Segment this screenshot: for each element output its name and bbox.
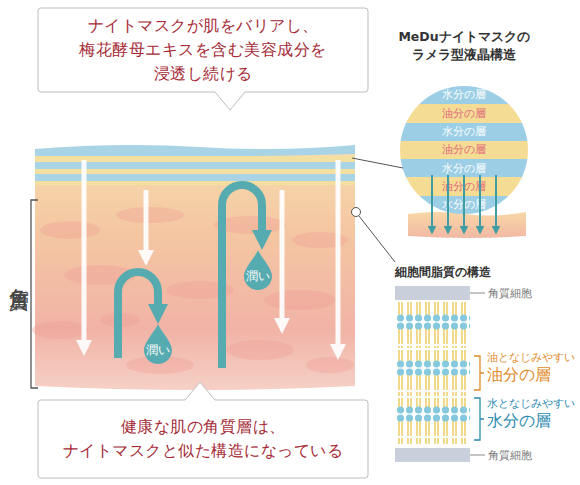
- leader-line: [352, 158, 404, 262]
- callout-outline: [38, 8, 368, 110]
- layer-label: 油分の層: [487, 365, 551, 386]
- layer-band: 油分の層: [400, 104, 528, 123]
- water-drop: 潤い: [244, 250, 272, 290]
- node-text: 油分の層: [442, 180, 486, 194]
- node-heading: 細胞間脂質の構造: [395, 264, 535, 281]
- layer-band: 水分の層: [400, 86, 528, 105]
- callout-box: 健康な肌の角質層は、 ナイトマスクと似た構造になっている: [38, 400, 368, 478]
- skin-layer: [35, 146, 355, 390]
- skin-strip: [408, 212, 526, 238]
- node-text: 水分の層: [442, 125, 486, 139]
- node-text: 潤い: [244, 269, 272, 284]
- layer-band: 水分の層: [400, 123, 528, 142]
- node-text: 油分の層: [442, 143, 486, 157]
- node-text: 油分の層: [442, 107, 486, 121]
- node-heading: MeDuナイトマスクの ラメラ型液晶構造: [370, 28, 558, 64]
- layer-band: 油分の層: [400, 141, 528, 160]
- moisture-loop: [118, 185, 262, 368]
- bracket: [474, 356, 484, 390]
- layer-label: 角質層: [6, 272, 33, 278]
- node-text: 潤い: [144, 343, 172, 358]
- water-drop: 潤い: [144, 324, 172, 364]
- note-label: 水となじみやすい: [487, 397, 575, 411]
- callout-outline: [38, 382, 368, 478]
- bracket: [474, 398, 484, 440]
- node-text: 水分の層: [442, 162, 486, 176]
- node-text: 健康な肌の角質層は、 ナイトマスクと似た構造になっている: [58, 415, 348, 463]
- note-label: 油となじみやすい: [487, 351, 575, 365]
- leader-line: [470, 293, 485, 455]
- skin-cells: [32, 207, 354, 374]
- bracket: [31, 200, 38, 388]
- lamellar-circle: 水分の層油分の層水分の層油分の層水分の層油分の層水分の層MeDuナイトマスクの …: [400, 86, 528, 214]
- part-label: 角質細胞: [488, 448, 532, 463]
- node-text: 水分の層: [442, 88, 486, 102]
- node-text: ナイトマスクが肌をバリアし、 梅花酵母エキスを含む美容成分を 浸透し続ける: [58, 14, 348, 86]
- node-text: 水分の層: [442, 198, 486, 212]
- layer-band: 油分の層: [400, 177, 528, 196]
- penetration-arrows: [432, 175, 496, 230]
- layer-band: 水分の層: [400, 159, 528, 178]
- layer-label: 水分の層: [487, 411, 551, 432]
- penetration-arrows: [84, 160, 338, 352]
- lipid-structure: [395, 286, 470, 462]
- callout-box: ナイトマスクが肌をバリアし、 梅花酵母エキスを含む美容成分を 浸透し続ける: [38, 8, 368, 92]
- layer-band: 水分の層: [400, 196, 528, 214]
- lipid-structure: 細胞間脂質の構造: [395, 286, 470, 462]
- part-label: 角質細胞: [488, 286, 532, 301]
